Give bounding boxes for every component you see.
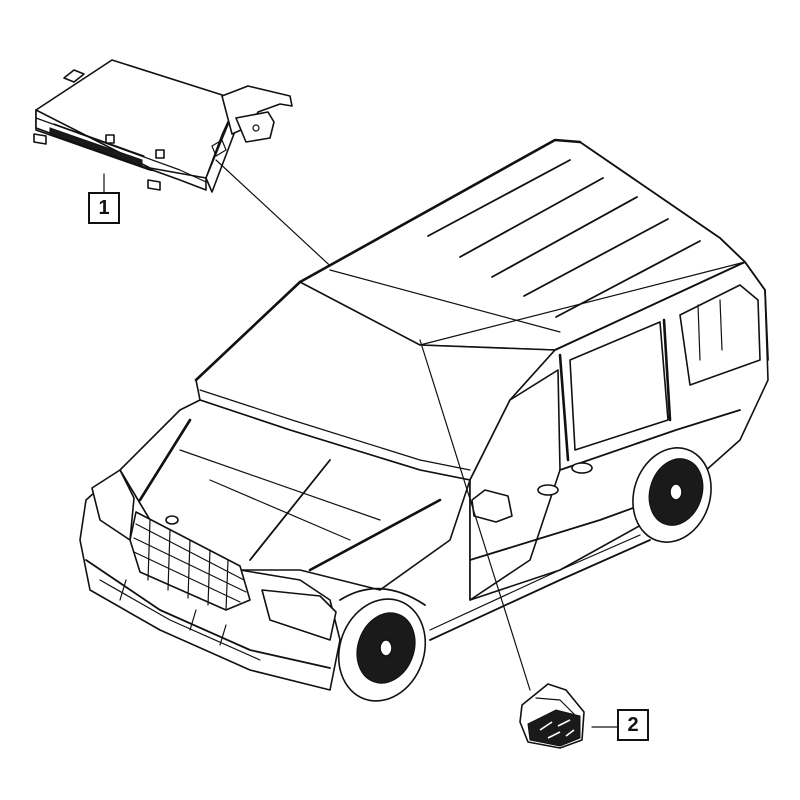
part-1-module	[33, 59, 293, 193]
minivan-illustration	[79, 138, 769, 702]
callout-label-1: 1	[88, 192, 120, 224]
callout-number: 1	[98, 196, 110, 219]
callout-number: 2	[627, 713, 639, 736]
part-2-sensor	[519, 683, 585, 749]
leader-line-2-to-van	[419, 339, 531, 691]
callout-label-2: 2	[617, 709, 649, 741]
